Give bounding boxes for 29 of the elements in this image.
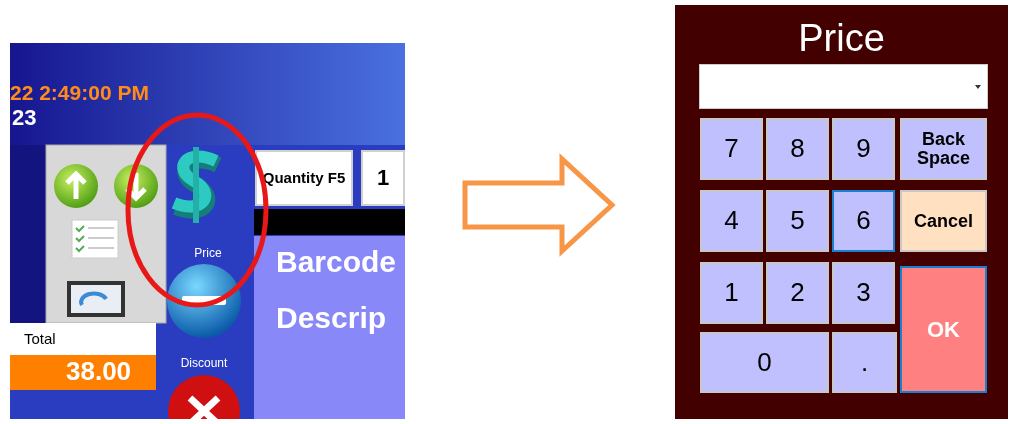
keypad-key: 9 [832,118,895,180]
block-arrow [462,153,616,257]
total-label: Total [24,330,56,347]
button-label: Price [193,246,223,260]
keypad-key: 8 [766,118,829,180]
keypad-key: OK [900,266,987,393]
keypad-key: 5 [766,190,829,252]
keypad-key: 0 [700,332,829,393]
input-field [699,64,988,109]
button-label: Discount [179,356,229,370]
keypad-key: 3 [832,262,895,324]
keypad-key: 7 [700,118,763,180]
keypad-key: 4 [700,190,763,252]
date-text: 23 [12,105,37,131]
quantity-text: 1 [375,164,391,192]
barcode-label: Barcode [276,245,397,279]
keypad-key: Back Space [900,118,987,180]
total-amount: 38.00 [66,356,132,387]
dialog-panel [675,5,1008,419]
description-label: Descrip [276,301,387,335]
dialog-title: Price [797,17,886,60]
keypad-key: 2 [766,262,829,324]
keypad-key: 1 [700,262,763,324]
keypad-key: 6 [832,190,895,252]
keypad-key: . [832,332,897,393]
date-time-text: 22 2:49:00 PM [10,81,149,105]
keypad-key: Cancel [900,190,987,252]
quantity-text: Quantity F5 [261,169,347,187]
screenshot-drawing [10,43,405,419]
